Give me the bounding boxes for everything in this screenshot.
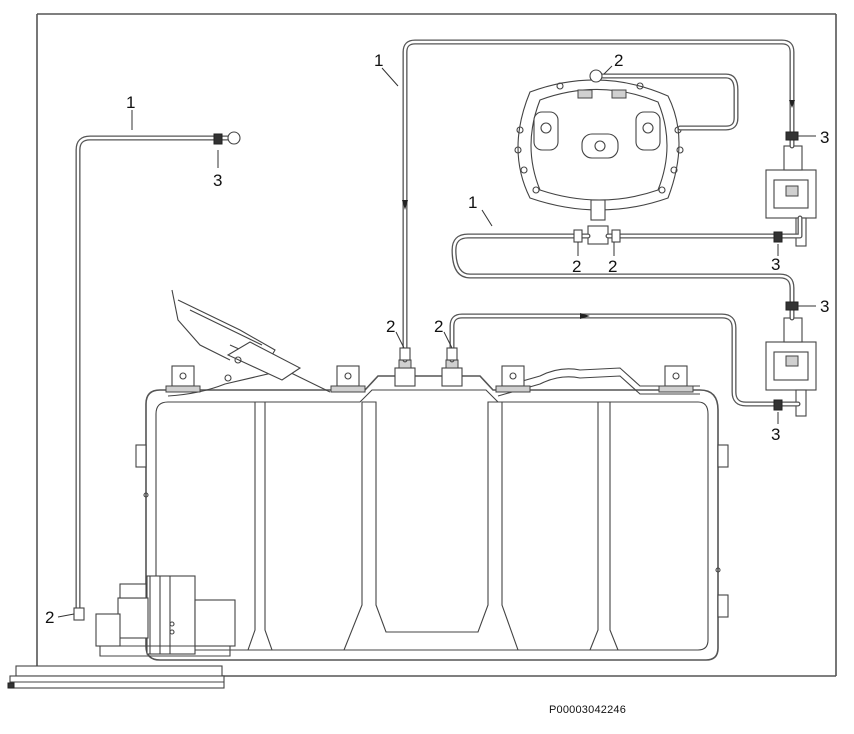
base-rail (7, 665, 225, 689)
callout-pipe-middle: 1 (468, 193, 477, 212)
callout-clip-tank-right: 2 (434, 317, 443, 336)
callout-clip-tee-left: 2 (572, 257, 581, 276)
callout-pipe-top: 1 (374, 51, 383, 70)
callout-clip-alternator-top: 2 (614, 51, 623, 70)
callout-sleeve-left: 3 (213, 171, 222, 190)
tank-bracket (165, 365, 201, 393)
callout-labels: 1 1 1 2 2 2 2 2 2 3 3 3 3 3 (45, 51, 829, 627)
callout-sleeve-upper-right: 3 (820, 128, 829, 147)
background-frame (36, 13, 837, 677)
fuel-tank (135, 359, 729, 661)
callout-clip-bottom-left: 2 (45, 608, 54, 627)
tank-fitting (441, 359, 463, 387)
tank-fitting (394, 359, 416, 387)
fuel-pump-module (95, 575, 236, 657)
document-reference-code: P00003042246 (549, 704, 627, 716)
pipe-clips (73, 69, 621, 621)
tank-bracket (495, 365, 531, 393)
engine-component (514, 79, 684, 245)
callout-sleeve-mid-right-top: 3 (771, 255, 780, 274)
fuel-pipes (75, 39, 803, 615)
callout-pipe-left: 1 (126, 93, 135, 112)
tank-bracket (658, 365, 694, 393)
callout-clip-tank-left: 2 (386, 317, 395, 336)
fuel-filter-lower (765, 317, 817, 417)
callout-clip-tee-right: 2 (608, 257, 617, 276)
tank-bracket (330, 365, 366, 393)
callout-sleeve-lower-right: 3 (771, 425, 780, 444)
filler-step-assembly (171, 289, 302, 382)
callout-leaders (57, 65, 816, 618)
callout-sleeve-mid-right-bottom: 3 (820, 297, 829, 316)
fuel-filter-upper (765, 145, 817, 247)
